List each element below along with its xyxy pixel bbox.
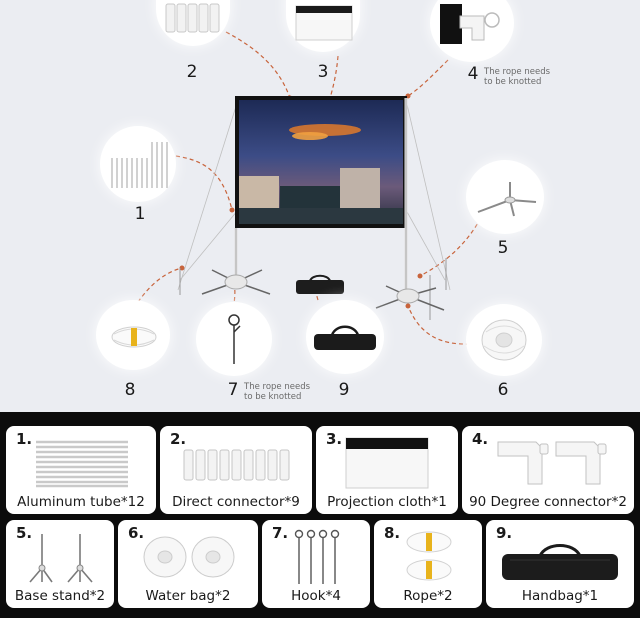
water-bag-icon xyxy=(143,536,235,578)
callout-number: 1 xyxy=(134,204,146,224)
bubble-hook xyxy=(196,302,272,376)
bubble-rope xyxy=(96,300,170,370)
screen-assembly xyxy=(177,96,451,320)
callout-note: The rope needs to be knotted xyxy=(484,67,551,87)
part-label: 90 Degree connector*2 xyxy=(469,494,627,510)
bubble-base-stand xyxy=(466,160,544,234)
part-card-aluminum-tube: 1. Aluminum tube*12 xyxy=(6,426,156,514)
callout-number: 3 xyxy=(317,62,329,82)
part-label: Handbag*1 xyxy=(521,588,599,604)
part-card-base-stand: 5. Base stand*2 xyxy=(6,520,114,608)
bubble-handbag xyxy=(306,300,384,374)
callout-number: 4 xyxy=(467,64,479,84)
direct-connector-icon xyxy=(183,449,290,481)
aluminum-tube-icon xyxy=(36,440,128,488)
part-card-hook: 7. Hook*4 xyxy=(262,520,370,608)
bubble-water-bag xyxy=(466,304,542,376)
base-stand-icon xyxy=(29,534,93,583)
callout-number: 2 xyxy=(186,62,198,82)
callout-number: 7 xyxy=(227,380,239,400)
part-label: Base stand*2 xyxy=(14,588,106,604)
rope-icon xyxy=(406,531,452,581)
elbow-connector-icon xyxy=(497,441,607,485)
part-card-direct-connector: 2. Direct connector*9 xyxy=(160,426,312,514)
bubble-aluminum-tube xyxy=(100,126,176,202)
part-card-projection-cloth: 3. Projection cloth*1 xyxy=(316,426,458,514)
part-label: Hook*4 xyxy=(291,588,341,604)
part-label: Aluminum tube*12 xyxy=(17,494,145,510)
callout-number: 9 xyxy=(338,380,350,400)
part-label: Projection cloth*1 xyxy=(327,494,447,510)
part-label: Water bag*2 xyxy=(145,588,231,604)
part-label: Rope*2 xyxy=(403,588,453,604)
scene-base-stand-right xyxy=(375,285,445,311)
handbag-icon xyxy=(502,544,618,580)
callout-number: 5 xyxy=(497,238,509,258)
part-card-elbow-connector: 4. 90 Degree connector*2 xyxy=(462,426,634,514)
part-card-rope: 8. Rope*2 xyxy=(374,520,482,608)
part-label: Direct connector*9 xyxy=(172,494,300,510)
callout-number: 6 xyxy=(497,380,509,400)
assembly-diagram: 2 3 4 The rope needs to be knotted xyxy=(0,0,640,412)
scene-base-stand-left xyxy=(201,269,271,295)
callout-number: 8 xyxy=(124,380,136,400)
part-card-water-bag: 6. Water bag*2 xyxy=(118,520,258,608)
projection-cloth-icon xyxy=(345,437,429,489)
callout-note: The rope needs to be knotted xyxy=(244,382,311,402)
part-card-handbag: 9. Handbag*1 xyxy=(486,520,634,608)
scene-handbag xyxy=(296,274,344,294)
bubble-elbow-connector xyxy=(430,0,514,62)
hook-icon xyxy=(294,529,340,584)
